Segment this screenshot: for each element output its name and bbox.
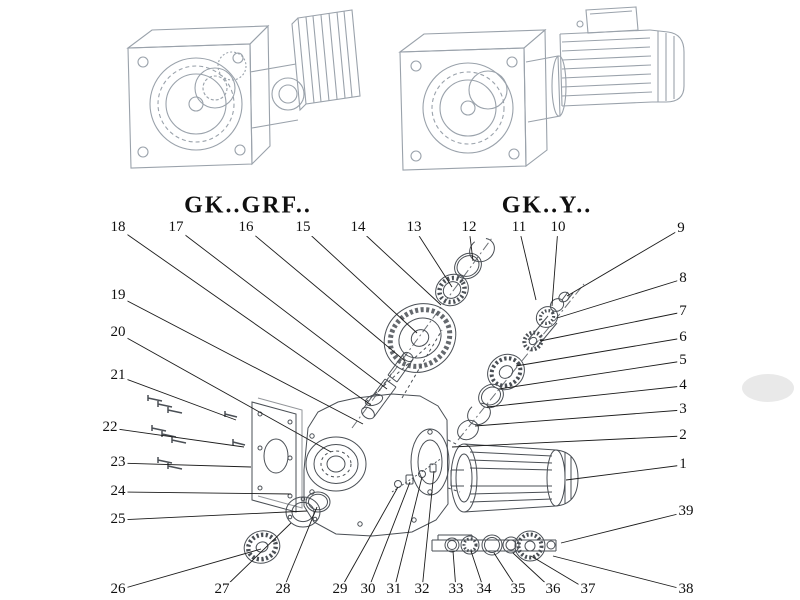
leader-line-5: [498, 360, 684, 390]
leader-line-21: [117, 375, 237, 421]
leader-line-9: [566, 228, 682, 297]
part-number-10: 10: [548, 219, 568, 236]
part-number-25: 25: [108, 511, 128, 528]
main-bearing: [435, 273, 469, 307]
leader-line-23: [117, 462, 252, 468]
pinion-shaft: [522, 291, 574, 352]
part-number-33: 33: [446, 581, 466, 598]
part-number-38: 38: [676, 581, 696, 598]
electric-motor: [450, 443, 579, 513]
part-number-34: 34: [474, 581, 494, 598]
part-number-35: 35: [508, 581, 528, 598]
part-number-4: 4: [677, 377, 689, 394]
variant-label-y: GK..Y..: [501, 192, 593, 219]
part-number-37: 37: [578, 581, 598, 598]
leader-line-16: [245, 227, 406, 362]
leader-line-20: [117, 332, 332, 453]
assembled-gearbox-grf: [126, 9, 361, 169]
bearing-cover: [285, 491, 331, 528]
leader-line-14: [357, 227, 442, 306]
leader-line-22: [109, 427, 245, 448]
part-number-6: 6: [677, 329, 689, 346]
part-number-31: 31: [384, 581, 404, 598]
part-number-32: 32: [412, 581, 432, 598]
leader-line-10: [551, 227, 559, 307]
part-number-17: 17: [166, 219, 186, 236]
leader-line-25: [117, 510, 308, 521]
part-number-27: 27: [212, 581, 232, 598]
part-number-7: 7: [677, 303, 689, 320]
part-number-9: 9: [675, 220, 687, 237]
axis-line-main: [351, 237, 493, 429]
part-number-21: 21: [108, 367, 128, 384]
part-number-3: 3: [677, 401, 689, 418]
motor-drawing: [559, 6, 685, 107]
part-number-13: 13: [404, 219, 424, 236]
part-number-12: 12: [459, 219, 479, 236]
gear-housing: [303, 329, 461, 537]
leader-line-24: [117, 491, 292, 495]
part-number-14: 14: [348, 219, 368, 236]
leader-line-32: [421, 470, 435, 591]
part-number-23: 23: [108, 454, 128, 471]
part-number-15: 15: [293, 219, 313, 236]
part-number-24: 24: [108, 483, 128, 500]
leader-line-19: [117, 295, 364, 425]
leader-line-4: [486, 385, 684, 408]
part-number-36: 36: [543, 581, 563, 598]
part-number-1: 1: [677, 456, 689, 473]
part-number-28: 28: [273, 581, 293, 598]
part-number-39: 39: [676, 503, 696, 520]
leader-line-2: [451, 435, 684, 448]
part-number-20: 20: [108, 324, 128, 341]
part-number-26: 26: [108, 581, 128, 598]
leader-line-39: [560, 511, 687, 544]
leader-line-30: [367, 481, 411, 591]
axis-line-pinion: [457, 283, 585, 441]
part-number-18: 18: [108, 219, 128, 236]
leader-line-17: [175, 227, 388, 390]
assembled-gearbox-y: [398, 6, 685, 171]
bevel-gear: [487, 353, 525, 391]
leader-line-28: [282, 506, 318, 591]
leader-line-8: [556, 278, 684, 319]
leader-line-27: [221, 522, 292, 591]
leader-line-29: [339, 486, 399, 591]
part-number-11: 11: [509, 219, 529, 236]
leader-line-13: [413, 227, 453, 288]
leader-line-7: [539, 311, 684, 342]
part-number-8: 8: [677, 270, 689, 287]
part-number-29: 29: [330, 581, 350, 598]
leader-line-26: [117, 548, 262, 591]
leader-lines: [109, 227, 687, 591]
part-number-30: 30: [358, 581, 378, 598]
leader-line-11: [518, 227, 537, 301]
flange-plate: [251, 397, 303, 513]
leader-line-6: [515, 337, 684, 367]
retaining-rings-top: [454, 237, 495, 280]
part-number-5: 5: [677, 352, 689, 369]
watermark: [742, 374, 794, 402]
leader-line-1: [565, 464, 684, 481]
main-shaft: [361, 351, 414, 420]
exploded-view: [147, 237, 585, 564]
leader-line-31: [393, 476, 423, 591]
screws: [147, 395, 246, 470]
part-number-19: 19: [108, 287, 128, 304]
output-shaft-kit: [431, 530, 557, 562]
part-number-16: 16: [236, 219, 256, 236]
leader-line-3: [474, 409, 684, 427]
variant-label-grf: GK..GRF..: [184, 192, 312, 219]
part-number-2: 2: [677, 427, 689, 444]
lower-gear: [243, 530, 281, 564]
leader-line-38: [552, 555, 687, 591]
leader-line-18: [117, 227, 372, 406]
leader-line-15: [302, 227, 418, 334]
part-number-22: 22: [100, 419, 120, 436]
